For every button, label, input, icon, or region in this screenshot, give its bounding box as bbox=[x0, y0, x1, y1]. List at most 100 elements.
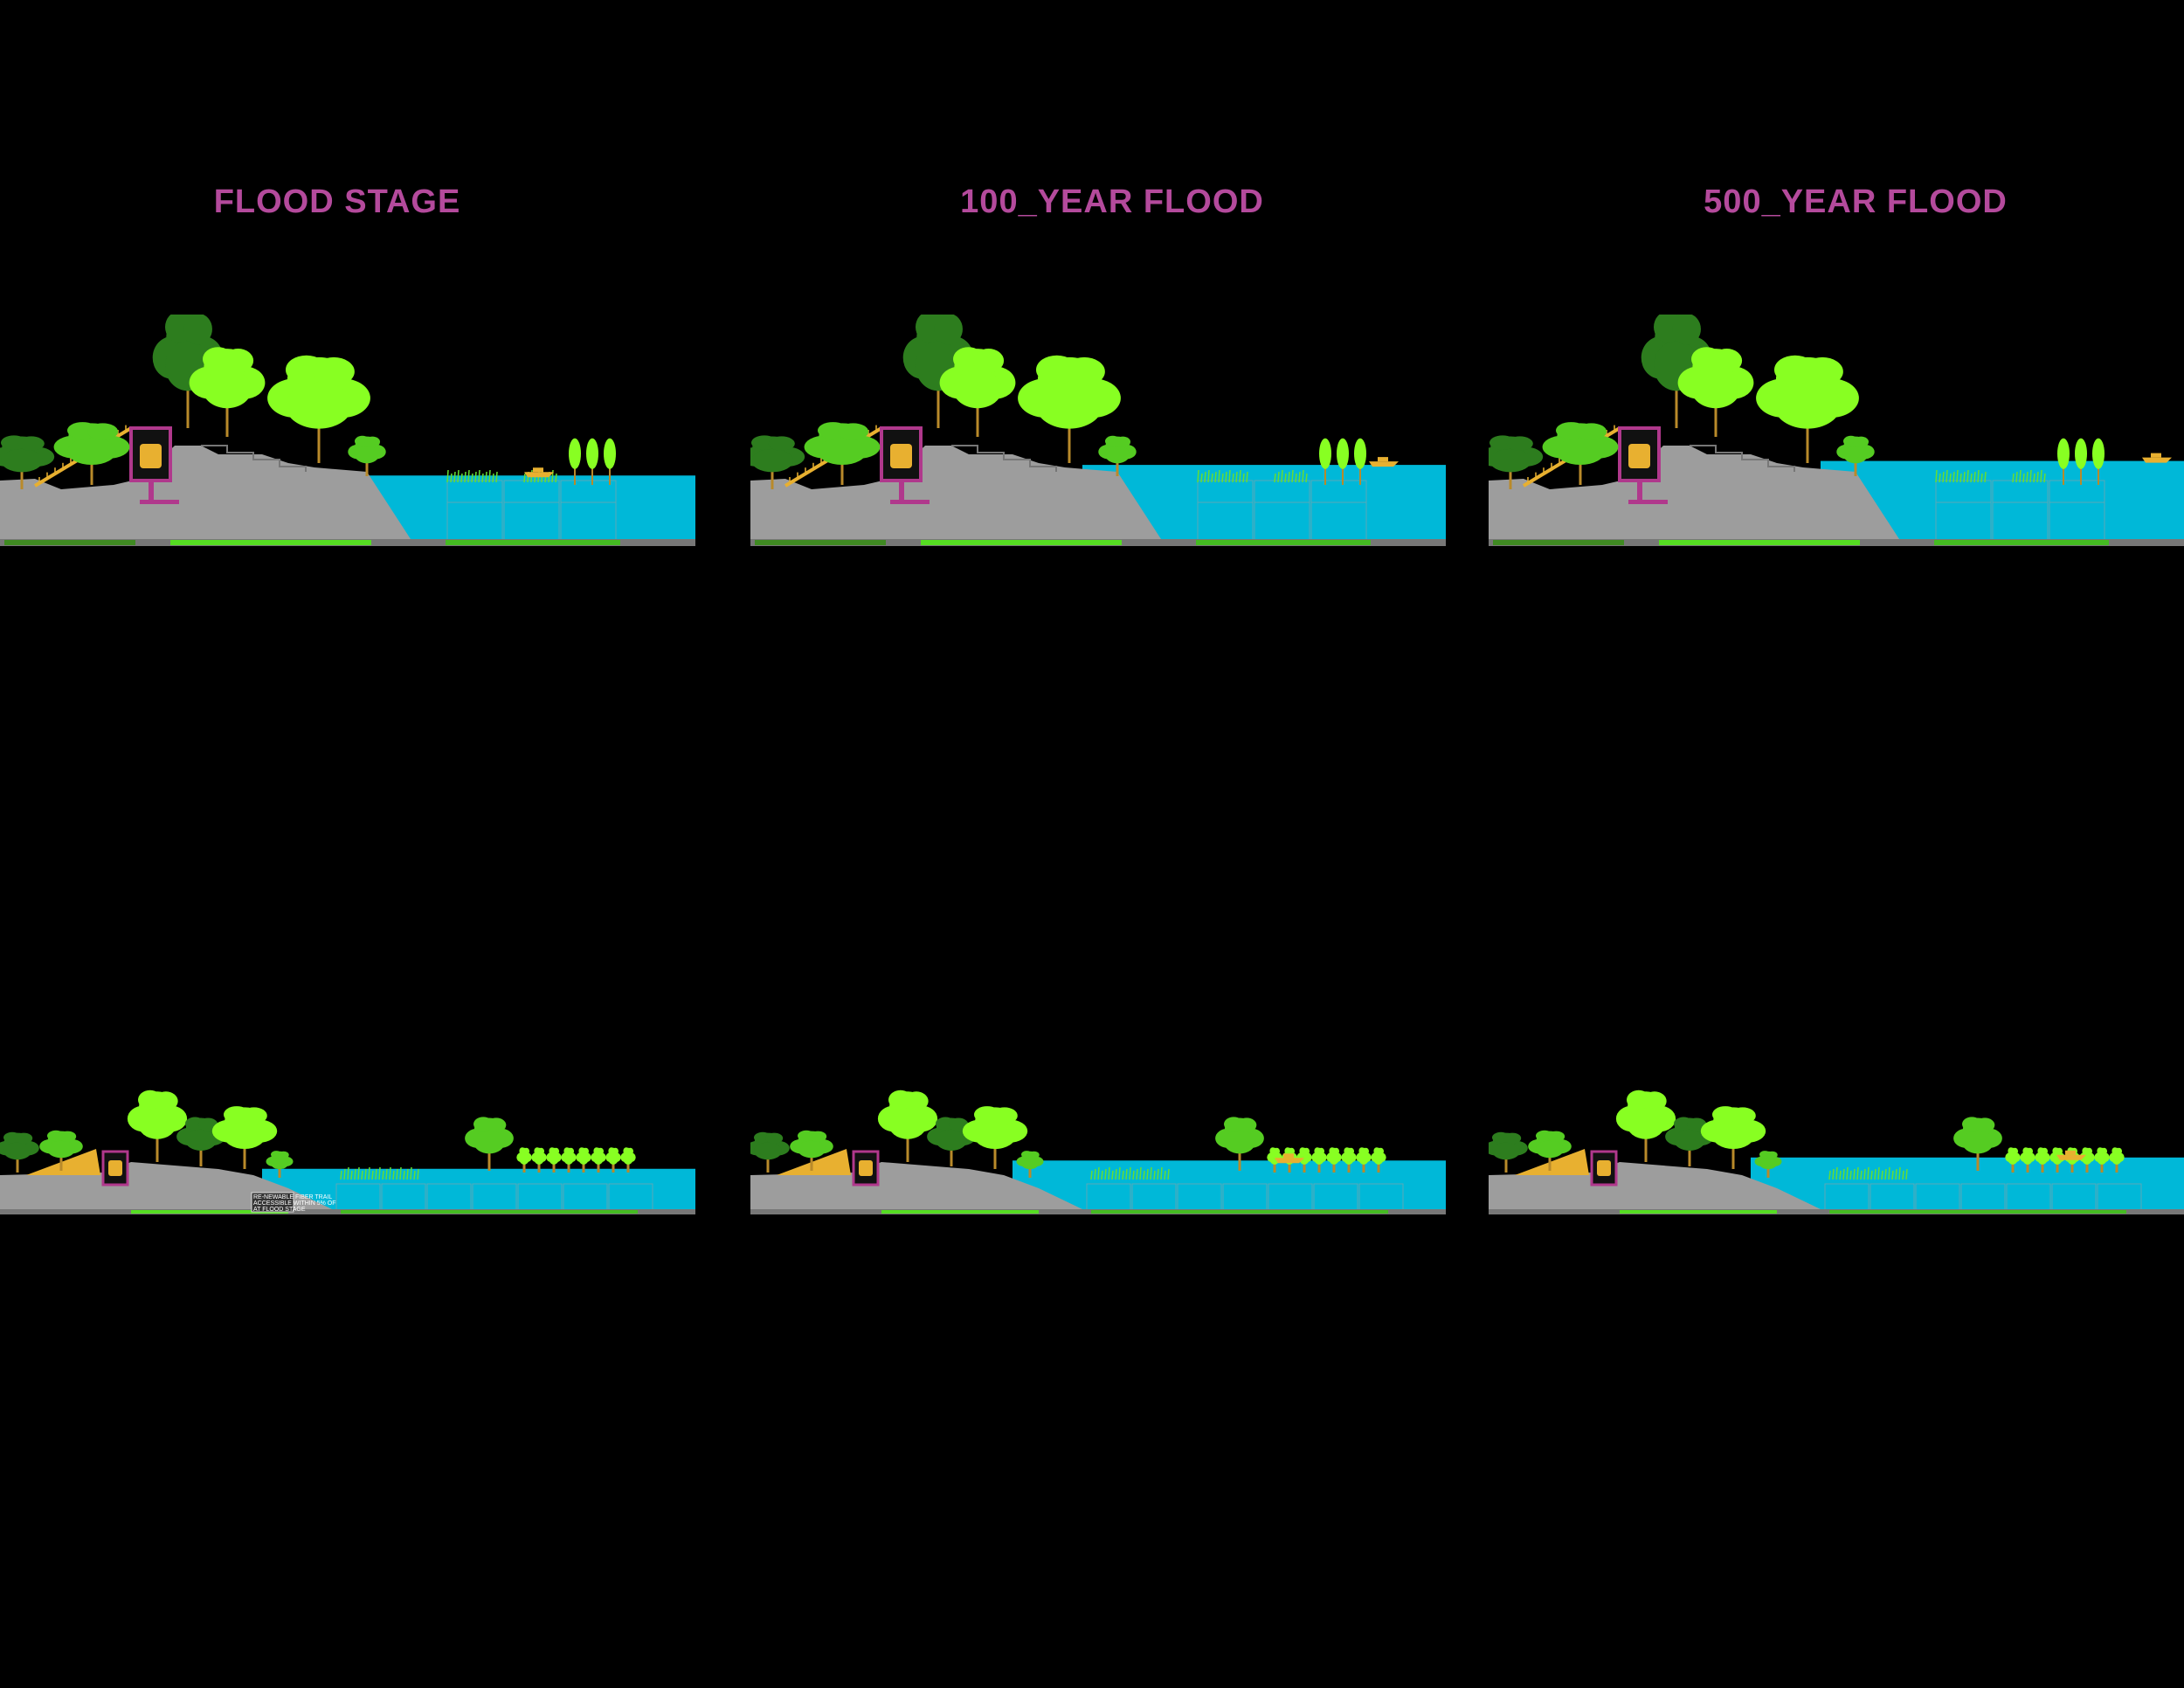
reed bbox=[2019, 469, 2022, 483]
tree-leaf-cluster bbox=[1853, 436, 1870, 447]
reed bbox=[343, 1168, 346, 1180]
tree-trunk bbox=[2115, 1161, 2118, 1173]
tree-trunk bbox=[225, 398, 229, 437]
reed bbox=[1952, 471, 1955, 483]
ground-section bbox=[1489, 446, 2184, 546]
tree-trunk bbox=[2080, 466, 2082, 485]
soil-strip bbox=[755, 540, 886, 545]
annotation-text: ACCESSIBLE WITHIN 5% OF bbox=[253, 1200, 336, 1207]
tree-canopy bbox=[2005, 1147, 2021, 1165]
tree-leaf-cluster bbox=[1224, 1130, 1255, 1154]
tree-canopy bbox=[1356, 1147, 1372, 1165]
river-water bbox=[262, 1168, 695, 1214]
tree-trunk bbox=[1347, 1161, 1351, 1173]
tree-trunk bbox=[1806, 416, 1809, 463]
ground-section bbox=[0, 446, 695, 546]
reed bbox=[1218, 469, 1220, 483]
poplar-canopy bbox=[2057, 438, 2070, 469]
tree-trunk bbox=[771, 466, 774, 489]
reed bbox=[488, 469, 491, 483]
tree-leaf-cluster bbox=[183, 315, 212, 345]
tree-leaf-cluster bbox=[523, 1147, 530, 1155]
tree-leaf-cluster bbox=[1962, 1130, 1994, 1154]
tree-leaf-cluster bbox=[838, 423, 869, 440]
tree-canopy bbox=[1836, 435, 1875, 464]
reed bbox=[347, 1166, 349, 1180]
tree-trunk bbox=[1342, 466, 1344, 485]
tree-trunk bbox=[1303, 1161, 1306, 1173]
tree-canopy bbox=[877, 1090, 938, 1139]
tree-leaf-cluster bbox=[313, 356, 355, 386]
tree-trunk bbox=[199, 1145, 203, 1166]
tree-trunk bbox=[90, 457, 93, 485]
boat-cabin bbox=[1378, 457, 1388, 462]
boat-cabin bbox=[1283, 1153, 1294, 1159]
boat-cabin bbox=[2151, 453, 2161, 458]
title-flood-stage: FLOOD STAGE bbox=[213, 183, 461, 220]
tree-leaf-cluster bbox=[1115, 436, 1131, 447]
tree-leaf-cluster bbox=[473, 1130, 505, 1154]
tree-leaf-cluster bbox=[553, 1147, 560, 1155]
tree-trunk bbox=[609, 466, 611, 485]
tree-leaf-cluster bbox=[1766, 1151, 1778, 1159]
tree-canopy bbox=[2109, 1147, 2125, 1165]
tree-trunk bbox=[950, 1145, 953, 1166]
soil-strip bbox=[341, 1210, 638, 1214]
tree-canopy bbox=[127, 1090, 188, 1139]
tree-trunk bbox=[1854, 458, 1857, 476]
reed bbox=[1828, 1170, 1831, 1180]
reed bbox=[375, 1168, 377, 1180]
terrace-steps bbox=[201, 445, 307, 472]
tree-canopy bbox=[591, 1147, 606, 1165]
reed bbox=[1956, 469, 1959, 483]
reed bbox=[1939, 473, 1941, 483]
reed bbox=[453, 471, 456, 483]
ground-section bbox=[750, 446, 1446, 546]
reed bbox=[382, 1170, 384, 1180]
soil-strip bbox=[1620, 1210, 1777, 1214]
soil-strip bbox=[1196, 540, 1371, 545]
tree-canopy bbox=[1677, 347, 1754, 409]
tree-leaf-cluster bbox=[2111, 1153, 2122, 1165]
tree-leaf-cluster bbox=[1289, 1147, 1296, 1155]
tree-leaf-cluster bbox=[936, 1129, 967, 1151]
boat-cabin bbox=[533, 467, 543, 473]
tree-leaf-cluster bbox=[534, 1153, 544, 1165]
tree-trunk bbox=[1362, 1161, 1365, 1173]
soil-strip bbox=[1659, 540, 1860, 545]
tree-leaf-cluster bbox=[1576, 423, 1607, 440]
reed bbox=[399, 1166, 402, 1180]
reed bbox=[392, 1170, 395, 1180]
poplar-canopy bbox=[1337, 438, 1349, 469]
frame-base bbox=[1628, 500, 1668, 504]
soil-strip bbox=[1091, 1210, 1388, 1214]
tree-leaf-cluster bbox=[1269, 1153, 1280, 1165]
tree-leaf-cluster bbox=[1021, 1157, 1039, 1170]
tree-canopy bbox=[576, 1147, 591, 1165]
frame-pier bbox=[1637, 481, 1642, 502]
reed bbox=[1891, 1170, 1894, 1180]
reed bbox=[1167, 1168, 1170, 1180]
tree-trunk bbox=[243, 1141, 246, 1169]
annotation-text: AT FLOOD STAGE bbox=[253, 1207, 306, 1213]
frame-pier bbox=[149, 481, 154, 502]
tree-leaf-cluster bbox=[1774, 382, 1841, 429]
tree-canopy bbox=[211, 1106, 278, 1150]
boat-hull bbox=[1369, 461, 1399, 467]
frame-pier bbox=[899, 481, 904, 502]
reed bbox=[1090, 1170, 1093, 1180]
tree-canopy bbox=[561, 1147, 577, 1165]
tree-leaf-cluster bbox=[1556, 438, 1605, 466]
train-icon bbox=[1597, 1160, 1611, 1176]
tree-trunk bbox=[1116, 458, 1119, 476]
tree-canopy bbox=[962, 1106, 1028, 1150]
reed bbox=[1959, 473, 1962, 483]
poplar-canopy bbox=[2092, 438, 2105, 469]
tree-canopy bbox=[189, 347, 266, 409]
section-upper-100-year-flood bbox=[750, 315, 1446, 546]
title-500-year-flood: 500_YEAR FLOOD bbox=[1704, 183, 2008, 220]
tree-leaf-cluster bbox=[2116, 1147, 2123, 1155]
tree-trunk bbox=[1288, 1161, 1291, 1173]
reed bbox=[1153, 1170, 1156, 1180]
boat-hull bbox=[524, 472, 554, 478]
